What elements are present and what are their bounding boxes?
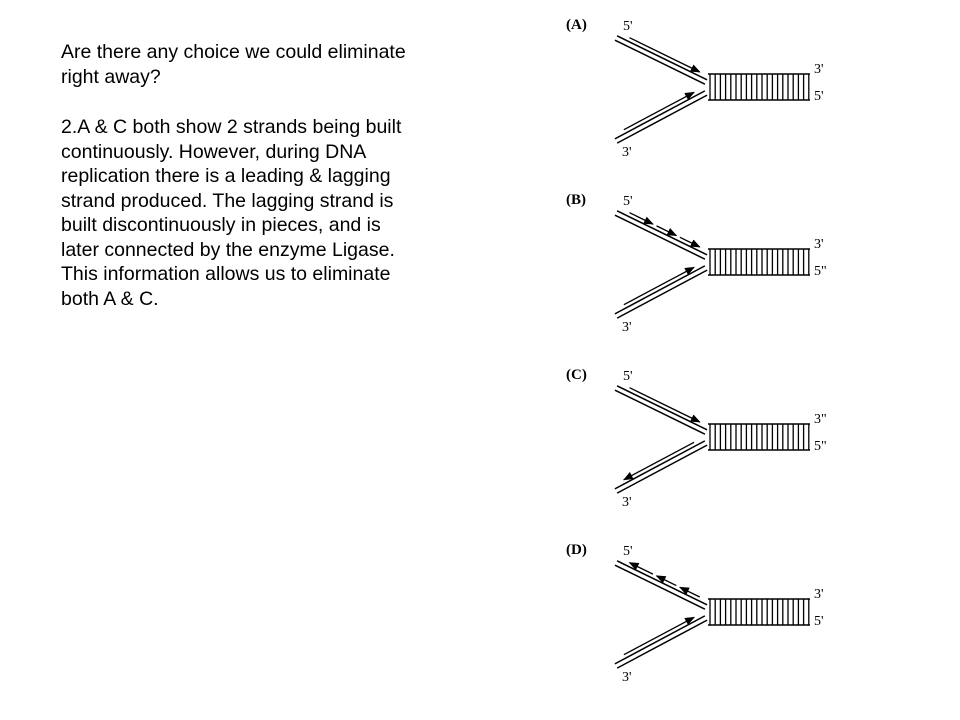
five-prime-top-label: 5' (623, 369, 633, 384)
three-prime-bottom-label: 3' (622, 495, 632, 510)
lower-new-strand (622, 441, 695, 481)
upper-new-strand-fragment-3 (679, 236, 701, 248)
five-prime-top-label: 5' (623, 19, 633, 34)
five-prime-right-label: 5' (814, 89, 824, 104)
question-line-1: Are there any choice we could eliminate (61, 41, 406, 63)
upper-new-strand (629, 387, 701, 423)
upper-template-strand-a (614, 39, 706, 85)
fork-diagram-2: (B) 5' 3' 5" 3' (566, 192, 827, 335)
question-line-2: right away? (61, 65, 161, 88)
lower-new-strand (623, 266, 695, 306)
upper-template-strand-b (616, 385, 708, 431)
fork-label: (D) (566, 542, 587, 558)
lower-template-strand-b (614, 440, 706, 490)
explanation-text: 2.A & C both show 2 strands being built … (61, 115, 541, 311)
lower-template-strand-a (616, 269, 708, 319)
upper-new-strand-fragment-1 (628, 562, 654, 575)
upper-new-strand-fragment-3 (679, 586, 701, 598)
lower-new-strand (623, 91, 695, 131)
three-prime-right-label: 3' (814, 237, 824, 252)
three-prime-right-label: 3' (814, 587, 824, 602)
upper-template-strand-a (614, 389, 706, 435)
explanation-line-6: later connected by the enzyme Ligase. (61, 238, 395, 261)
upper-template-strand-a (614, 564, 706, 610)
five-prime-right-label: 5" (814, 439, 827, 454)
upper-new-strand (629, 37, 701, 73)
upper-template-strand-b (616, 210, 708, 256)
lower-template-strand-a (616, 444, 708, 494)
explanation-line-8: both A & C. (61, 287, 159, 310)
upper-new-strand-fragment-2 (655, 575, 677, 587)
three-prime-bottom-label: 3' (622, 320, 632, 335)
lower-new-strand (623, 616, 695, 656)
explanation-line-1: 2.A & C both show 2 strands being built (61, 116, 402, 138)
lower-template-strand-b (614, 265, 706, 315)
fork-label: (A) (566, 17, 587, 33)
five-prime-right-label: 5' (814, 614, 824, 629)
lower-template-strand-b (614, 615, 706, 665)
fork-label: (B) (566, 192, 586, 208)
upper-template-strand-b (616, 35, 708, 81)
text-block: Are there any choice we could eliminate … (61, 40, 541, 311)
fork-diagram-4: (D) 5' 3' 5' 3' (566, 542, 824, 685)
explanation-line-4: strand produced. The lagging strand is (61, 189, 394, 212)
three-prime-bottom-label: 3' (622, 145, 632, 160)
five-prime-right-label: 5" (814, 264, 827, 279)
explanation-line-3: replication there is a leading & lagging (61, 165, 391, 187)
fork-diagram-1: (A) 5' 3' 5' 3' (566, 17, 824, 160)
question-text: Are there any choice we could eliminate … (61, 40, 541, 89)
upper-new-strand-fragment-2 (656, 225, 678, 237)
fork-diagram-3: (C) 5' 3" 5" 3' (566, 367, 827, 510)
three-prime-right-label: 3' (814, 62, 824, 77)
five-prime-top-label: 5' (623, 544, 633, 559)
explanation-line-2: continuously. However, during DNA (61, 140, 367, 163)
explanation-line-7: This information allows us to eliminate (61, 263, 391, 285)
upper-template-strand-a (614, 214, 706, 260)
five-prime-top-label: 5' (623, 194, 633, 209)
three-prime-bottom-label: 3' (622, 670, 632, 685)
upper-new-strand-fragment-1 (629, 212, 654, 225)
upper-template-strand-b (616, 560, 708, 606)
three-prime-right-label: 3" (814, 412, 827, 427)
explanation-line-5: built discontinuously in pieces, and is (61, 214, 381, 236)
lower-template-strand-a (616, 619, 708, 669)
lower-template-strand-a (616, 94, 708, 144)
lower-template-strand-b (614, 90, 706, 140)
fork-label: (C) (566, 367, 587, 383)
